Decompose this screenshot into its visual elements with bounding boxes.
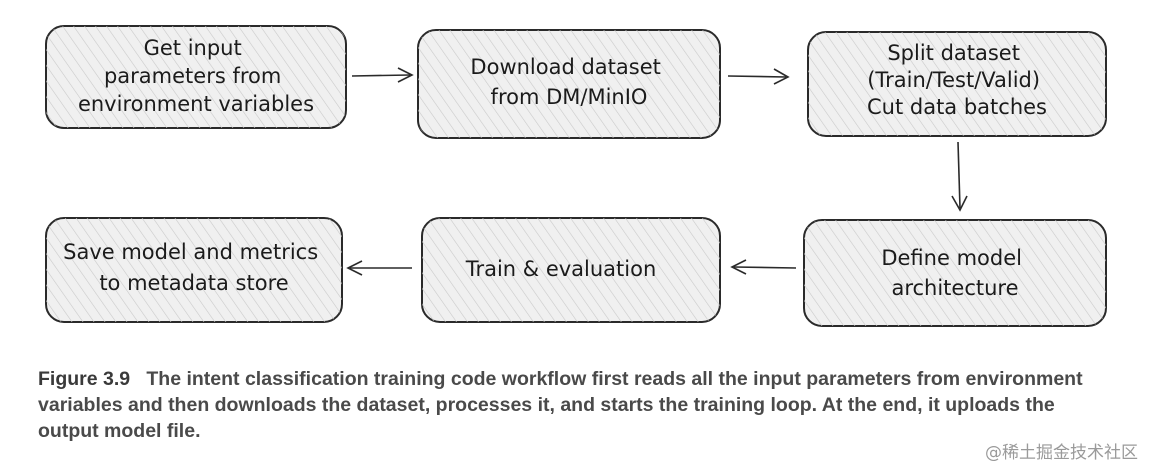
step-define-model-label: Define model architecture — [881, 246, 1028, 300]
step-split-label: Split dataset (Train/Test/Valid) Cut dat… — [867, 41, 1047, 119]
step-download: Download dataset from DM/MinIO — [417, 29, 721, 139]
arrow-split-to-define-model — [951, 141, 968, 212]
figure-number: Figure 3.9 — [38, 368, 131, 390]
step-get-input-label: Get input parameters from environment va… — [78, 36, 314, 116]
arrow-download-to-split — [727, 68, 790, 85]
arrow-define-model-to-train — [730, 259, 797, 275]
arrow-get-input-to-download — [351, 67, 414, 83]
watermark-text: @稀土掘金技术社区 — [985, 443, 1138, 463]
step-train-label: Train & evaluation — [465, 257, 657, 281]
workflow-diagram: Get input parameters from environment va… — [45, 25, 1107, 327]
step-save-label: Save model and metrics to metadata store — [63, 240, 325, 295]
step-get-input: Get input parameters from environment va… — [45, 25, 347, 129]
step-train: Train & evaluation — [421, 217, 721, 323]
step-split: Split dataset (Train/Test/Valid) Cut dat… — [807, 31, 1107, 137]
arrow-train-to-save — [346, 260, 412, 276]
step-download-label: Download dataset from DM/MinIO — [470, 55, 667, 109]
step-define-model: Define model architecture — [803, 219, 1107, 327]
step-save: Save model and metrics to metadata store — [45, 217, 343, 323]
figure-caption-text: The intent classification training code … — [38, 368, 1083, 442]
figure-caption: Figure 3.9 The intent classification tra… — [38, 366, 1098, 444]
